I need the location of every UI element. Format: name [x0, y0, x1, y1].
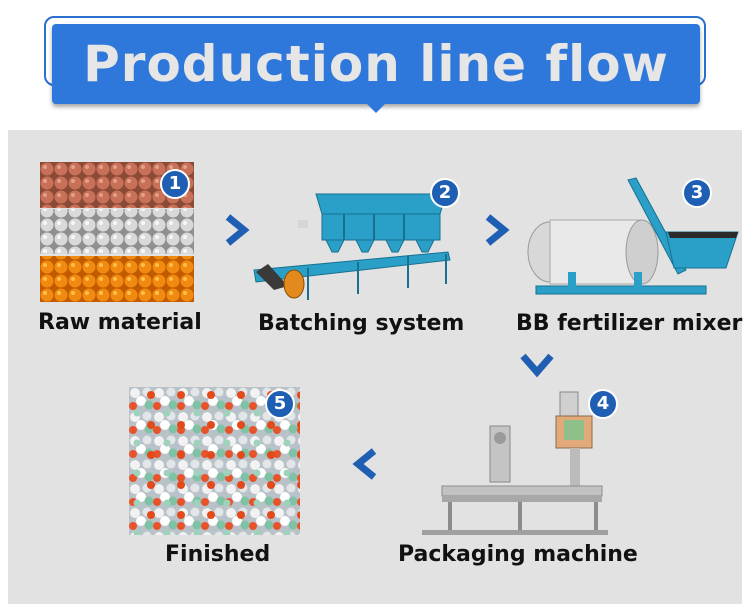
chevron-left-icon [352, 448, 377, 480]
chevron-right-icon [485, 214, 510, 246]
step-3-badge: 3 [682, 178, 712, 208]
chevron-down-icon [520, 353, 554, 378]
step-2-label: Batching system [258, 311, 465, 336]
step-5-label: Finished [165, 542, 271, 567]
step-5-badge: 5 [265, 389, 295, 419]
banner-pointer [366, 103, 386, 113]
chevron-right-icon [225, 214, 250, 246]
step-4-badge: 4 [588, 389, 618, 419]
step-4-label: Packaging machine [398, 542, 638, 567]
title-banner [52, 24, 700, 104]
finished-product-image [129, 387, 300, 535]
step-1-label: Raw material [38, 310, 202, 335]
step-1-badge: 1 [160, 169, 190, 199]
step-2-badge: 2 [430, 178, 460, 208]
bb-fertilizer-mixer-image [516, 176, 740, 306]
batching-system-image [248, 190, 456, 310]
packaging-machine-image [420, 390, 610, 538]
page-title: Production line flow [83, 35, 669, 93]
step-3-label: BB fertilizer mixer [516, 311, 743, 336]
